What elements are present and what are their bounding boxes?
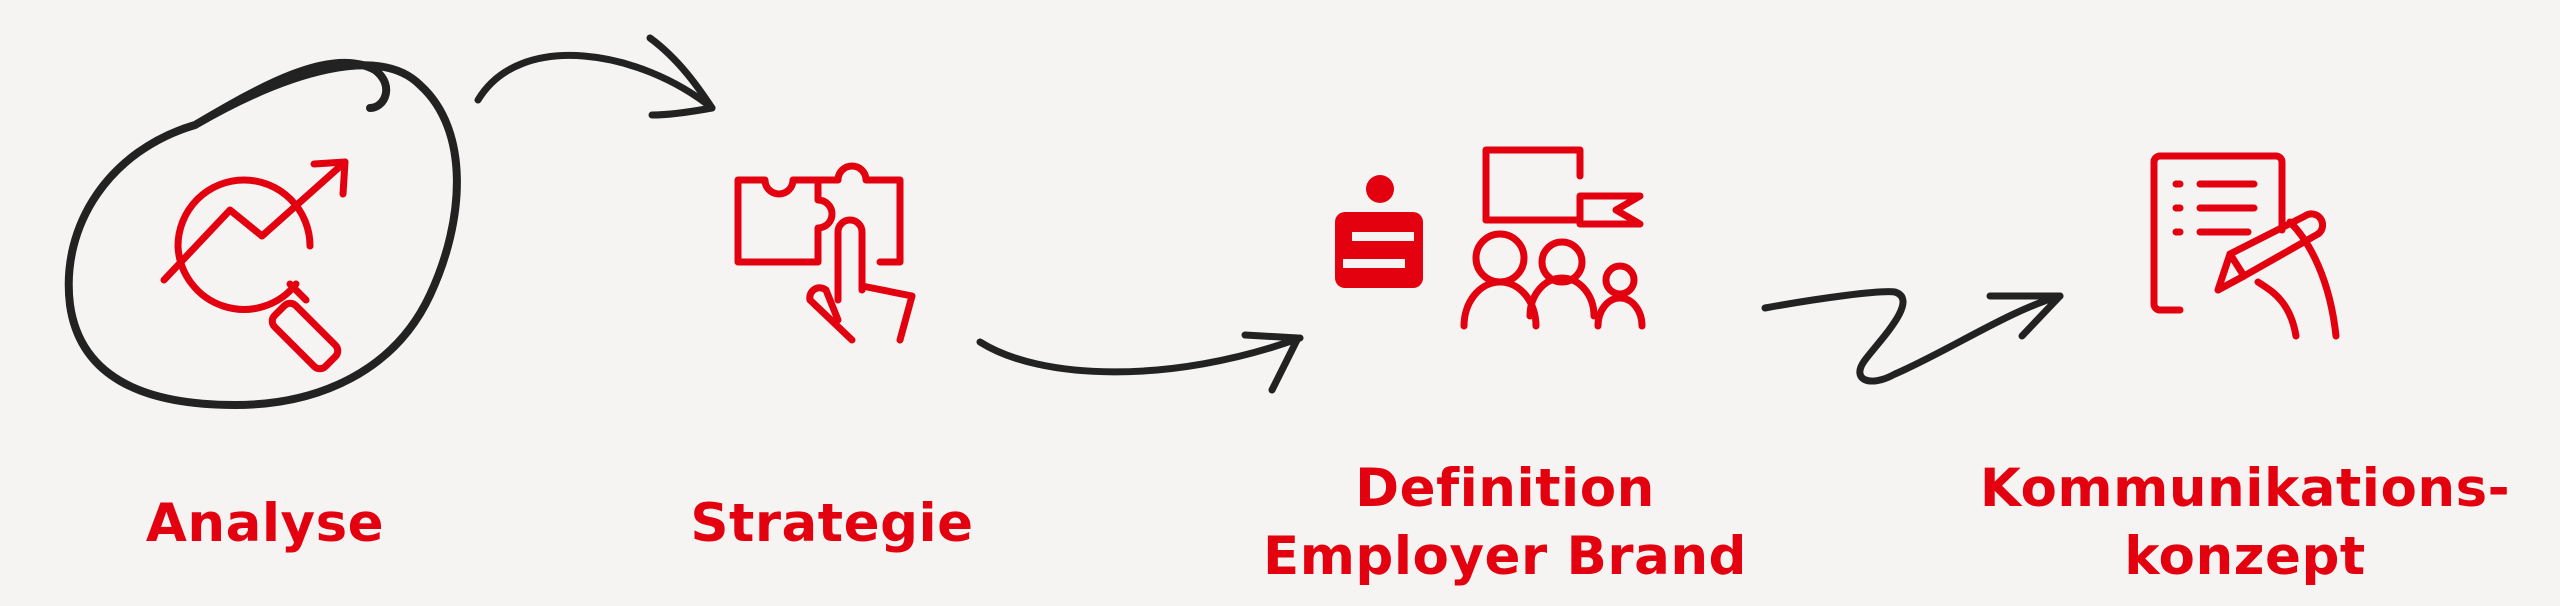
step-label-strategie: Strategie: [662, 490, 1002, 558]
arrow-3-to-4: [1761, 288, 2064, 385]
step-label-line: konzept: [2124, 526, 2366, 587]
step-label-line: Definition: [1355, 458, 1655, 519]
arrow-1-to-2: [474, 34, 716, 119]
step-label-kommunikationskonzept: Kommunikations- konzept: [1960, 455, 2530, 591]
step-label-line: Analyse: [145, 493, 385, 554]
document-pen-icon: [2150, 152, 2340, 340]
puzzle-hand-icon: [734, 162, 916, 344]
step-label-definition-employer-brand: Definition Employer Brand: [1235, 455, 1775, 591]
step-label-line: Employer Brand: [1263, 526, 1747, 587]
magnifier-trend-icon: [160, 158, 349, 373]
step-label-analyse: Analyse: [110, 490, 420, 558]
team-flag-icon: [1460, 146, 1646, 330]
step-label-line: Kommunikations-: [1979, 458, 2511, 519]
sparkasse-logo-icon: [1335, 175, 1423, 288]
hand-drawn-circle: [64, 58, 461, 409]
arrow-2-to-3: [976, 331, 1304, 394]
step-label-line: Strategie: [690, 493, 974, 554]
